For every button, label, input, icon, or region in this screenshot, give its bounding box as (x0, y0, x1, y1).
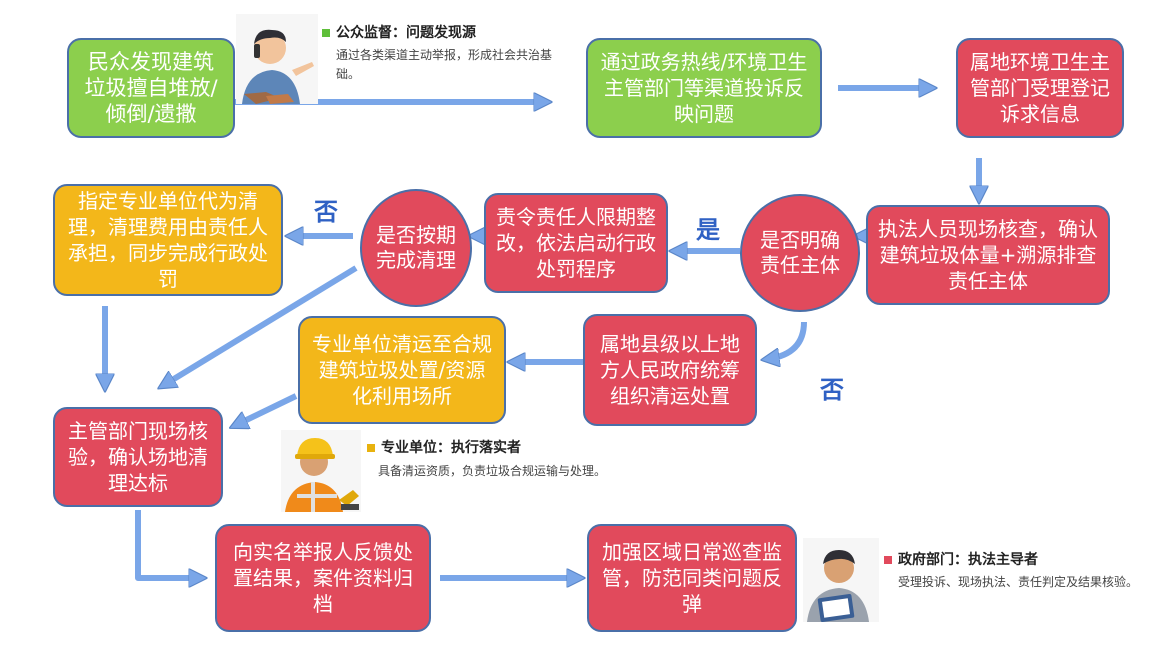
node-hotline-complaint: 通过政务热线/环境卫生主管部门等渠道投诉反映问题 (586, 38, 822, 138)
legend-unit-title: 专业单位：执行落实者 (367, 437, 521, 457)
node-daily-patrol: 加强区域日常巡查监管，防范同类问题反弹 (587, 524, 797, 632)
node-pro-transport: 专业单位清运至合规建筑垃圾处置/资源化利用场所 (298, 316, 506, 424)
legend-gov-swatch (884, 556, 892, 564)
node-gov-organize: 属地县级以上地方人民政府统筹组织清运处置 (583, 314, 757, 426)
caller-avatar-icon (236, 14, 318, 104)
legend-unit-swatch (367, 444, 375, 452)
node-citizen-report: 民众发现建筑垃圾擅自堆放/倾倒/遗撒 (67, 38, 235, 138)
legend-public-swatch (322, 29, 330, 37)
arrow-pro-to-site (236, 393, 298, 425)
label-no-top: 否 (314, 198, 339, 226)
node-ontime-question: 是否按期完成清理 (360, 189, 472, 307)
node-designate-unit: 指定专业单位代为清理，清理费用由责任人承担，同步完成行政处罚 (53, 184, 283, 296)
label-yes: 是 (696, 216, 721, 244)
worker-avatar-icon (281, 430, 361, 512)
legend-public-desc: 通过各类渠道主动举报，形成社会共治基础。 (336, 48, 553, 81)
node-feedback-archive: 向实名举报人反馈处置结果，案件资料归档 (215, 524, 431, 632)
node-accept-register: 属地环境卫生主管部门受理登记诉求信息 (956, 38, 1124, 138)
arrow-question-to-gov (768, 321, 807, 359)
node-site-check: 主管部门现场核验，确认场地清理达标 (53, 407, 223, 507)
arrow-site-to-feedback (135, 510, 200, 578)
node-responsible-subject-question: 是否明确责任主体 (740, 194, 860, 312)
legend-unit-desc: 具备清运资质，负责垃圾合规运输与处理。 (378, 464, 607, 478)
node-onsite-verify: 执法人员现场核查，确认建筑垃圾体量+溯源排查责任主体 (866, 205, 1110, 305)
arrow-ontime-to-site (164, 265, 358, 385)
label-no-right: 否 (820, 376, 845, 404)
legend-gov-desc: 受理投诉、现场执法、责任判定及结果核验。 (898, 575, 1139, 589)
node-order-rectify: 责令责任人限期整改，依法启动行政处罚程序 (484, 193, 668, 293)
legend-gov-title: 政府部门：执法主导者 (884, 549, 1038, 569)
officer-avatar-icon (803, 538, 879, 622)
legend-public-title: 公众监督：问题发现源 (322, 22, 476, 42)
